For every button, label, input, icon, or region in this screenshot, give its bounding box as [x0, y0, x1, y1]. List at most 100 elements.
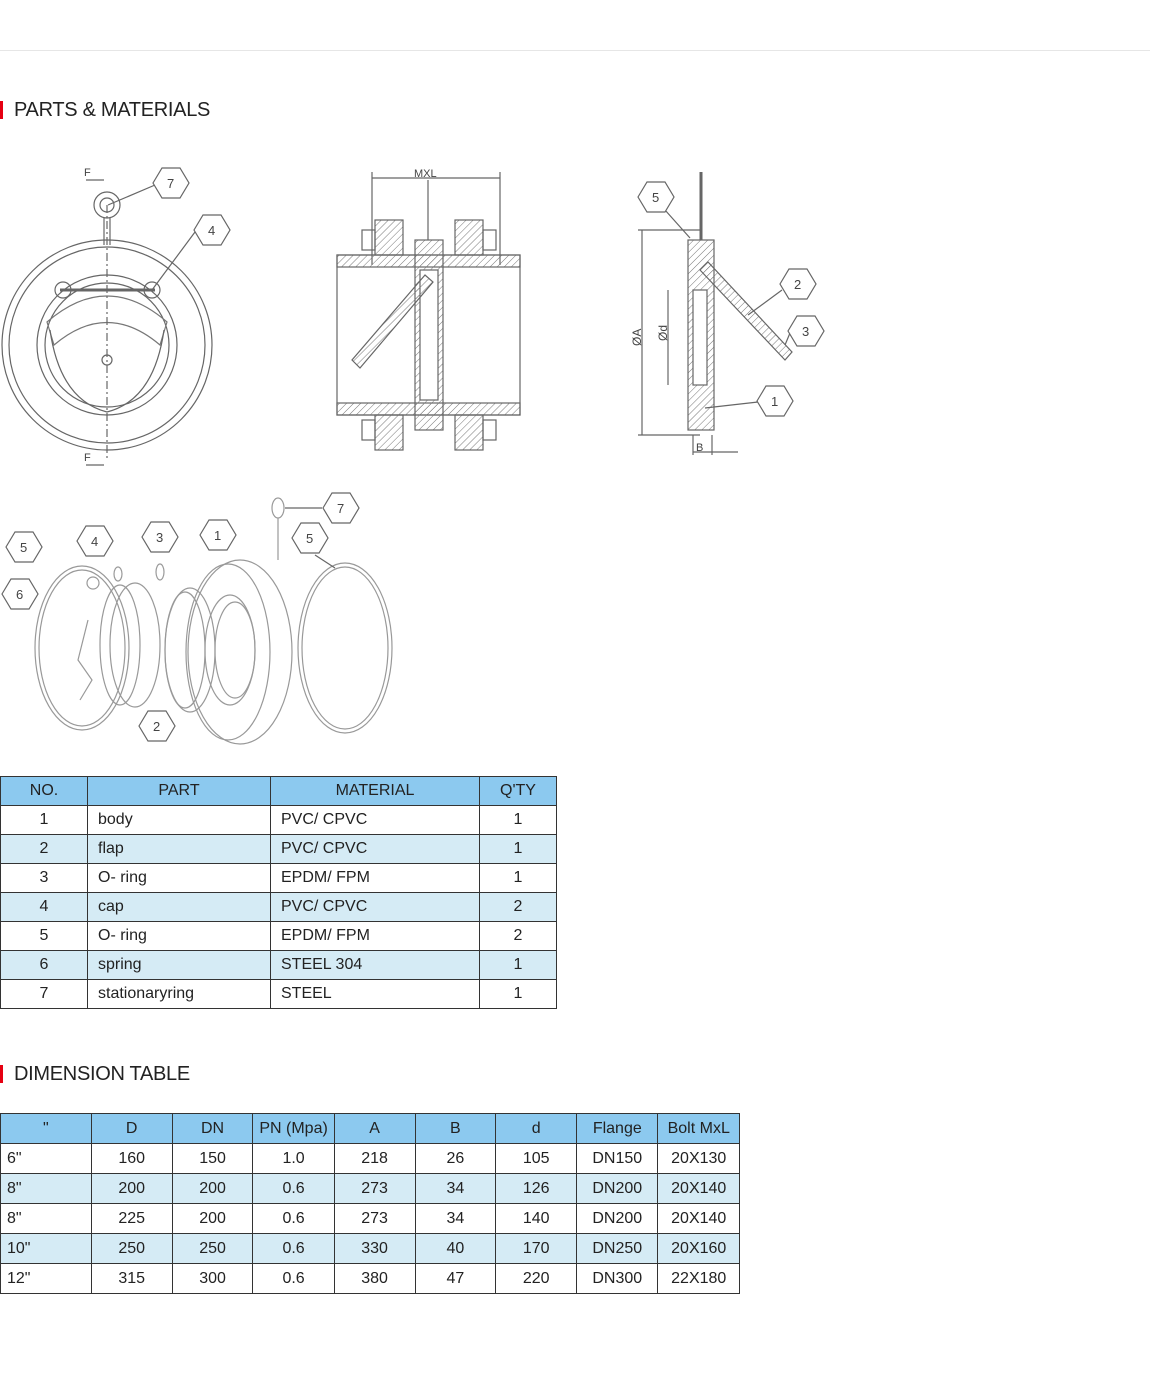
dimension-table-heading: DIMENSION TABLE	[0, 1064, 190, 1084]
dim-cell: 8"	[0, 1203, 92, 1234]
dim-cell: 250	[90, 1233, 173, 1264]
dim-cell: 6"	[0, 1143, 92, 1174]
dim-cell: 170	[495, 1233, 578, 1264]
svg-text:3: 3	[802, 324, 809, 339]
dim-cell: 200	[90, 1173, 173, 1204]
dim-header: D	[90, 1113, 173, 1144]
callout-1b: 1	[199, 519, 237, 551]
side-section-view	[638, 172, 793, 455]
svg-text:4: 4	[91, 534, 98, 549]
part-material: EPDM/ FPM	[270, 863, 480, 893]
part-material: STEEL	[270, 979, 480, 1009]
dim-cell: 40	[414, 1233, 497, 1264]
part-name: O- ring	[87, 921, 271, 951]
callouts	[107, 184, 791, 569]
top-divider	[0, 50, 1150, 51]
part-no: 6	[0, 950, 88, 980]
callout-1a: 1	[756, 385, 794, 417]
dim-cell: 126	[495, 1173, 578, 1204]
dim-cell: 150	[171, 1143, 254, 1174]
part-qty: 1	[479, 950, 557, 980]
part-material: PVC/ CPVC	[270, 834, 480, 864]
part-no: 3	[0, 863, 88, 893]
dim-cell: 315	[90, 1263, 173, 1294]
dim-cell: 12"	[0, 1263, 92, 1294]
valve-technical-drawing: F F MXL ØA Ød B	[1, 167, 825, 745]
dim-cell: 0.6	[252, 1233, 335, 1264]
dim-cell: 0.6	[252, 1263, 335, 1294]
dim-cell: 273	[333, 1173, 416, 1204]
callout-2a: 2	[779, 268, 817, 300]
svg-text:5: 5	[652, 190, 659, 205]
part-material: PVC/ CPVC	[270, 805, 480, 835]
section-label-f-bottom: F	[84, 452, 91, 464]
part-qty: 2	[479, 921, 557, 951]
dim-header: B	[414, 1113, 497, 1144]
svg-text:5: 5	[20, 540, 27, 555]
callout-3b: 3	[141, 521, 179, 553]
dim-cell: 225	[90, 1203, 173, 1234]
part-qty: 2	[479, 892, 557, 922]
dim-cell: 10"	[0, 1233, 92, 1264]
dim-cell: 1.0	[252, 1143, 335, 1174]
dim-cell: DN150	[576, 1143, 659, 1174]
dim-header: "	[0, 1113, 92, 1144]
dim-cell: DN300	[576, 1263, 659, 1294]
part-material: EPDM/ FPM	[270, 921, 480, 951]
callout-5b: 5	[5, 531, 43, 563]
svg-text:6: 6	[16, 587, 23, 602]
dim-cell: 20X130	[657, 1143, 740, 1174]
part-no: 5	[0, 921, 88, 951]
svg-text:7: 7	[167, 176, 174, 191]
dim-cell: 250	[171, 1233, 254, 1264]
dim-cell: DN200	[576, 1203, 659, 1234]
dim-header: A	[333, 1113, 416, 1144]
dim-cell: 34	[414, 1203, 497, 1234]
part-name: flap	[87, 834, 271, 864]
dim-cell: 0.6	[252, 1203, 335, 1234]
part-name: stationaryring	[87, 979, 271, 1009]
exploded-view	[34, 497, 393, 745]
svg-text:3: 3	[156, 530, 163, 545]
callout-2b: 2	[138, 710, 176, 742]
dim-cell: 26	[414, 1143, 497, 1174]
dim-cell: 0.6	[252, 1173, 335, 1204]
part-qty: 1	[479, 863, 557, 893]
part-no: 4	[0, 892, 88, 922]
callout-7a: 7	[152, 167, 190, 199]
part-no: 7	[0, 979, 88, 1009]
part-material: STEEL 304	[270, 950, 480, 980]
dim-cell: DN200	[576, 1173, 659, 1204]
svg-text:5: 5	[306, 531, 313, 546]
dim-header: PN (Mpa)	[252, 1113, 335, 1144]
header-material: MATERIAL	[270, 776, 480, 806]
dim-cell: 200	[171, 1173, 254, 1204]
dim-cell: 380	[333, 1263, 416, 1294]
dim-cell: 273	[333, 1203, 416, 1234]
header-part: PART	[87, 776, 271, 806]
dimension-label-mxl: MXL	[414, 168, 437, 180]
dim-header: DN	[171, 1113, 254, 1144]
dim-cell: 8"	[0, 1173, 92, 1204]
dim-cell: 22X180	[657, 1263, 740, 1294]
part-qty: 1	[479, 805, 557, 835]
part-name: body	[87, 805, 271, 835]
svg-text:4: 4	[208, 223, 215, 238]
callout-4b: 4	[76, 525, 114, 557]
dim-cell: 47	[414, 1263, 497, 1294]
dim-header: d	[495, 1113, 578, 1144]
callout-5c: 5	[291, 522, 329, 554]
parts-materials-heading: PARTS & MATERIALS	[0, 100, 210, 120]
dim-cell: 218	[333, 1143, 416, 1174]
section-view	[336, 172, 521, 451]
dim-cell: 200	[171, 1203, 254, 1234]
